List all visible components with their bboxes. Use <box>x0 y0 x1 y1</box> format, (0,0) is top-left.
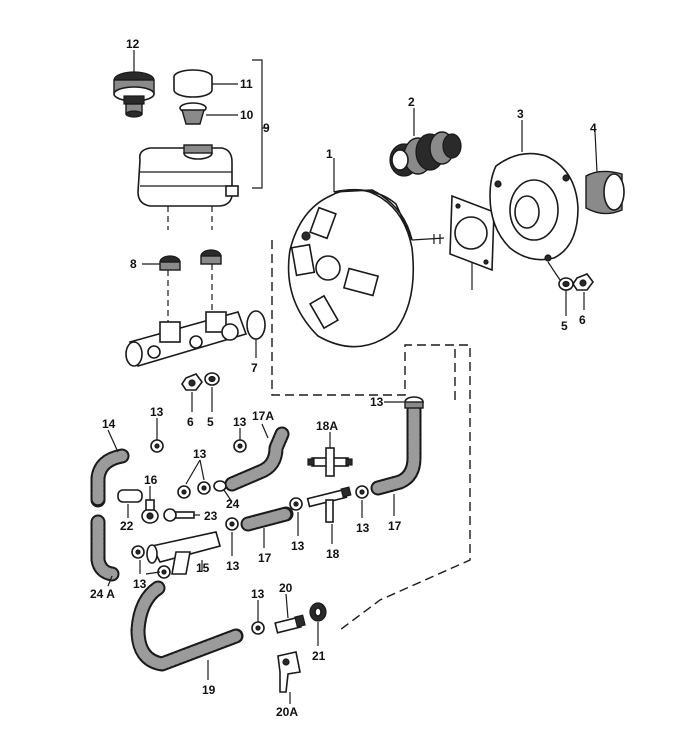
label-20: 20 <box>279 581 293 595</box>
part-16-check-valve <box>141 499 159 524</box>
label-7: 7 <box>251 361 258 375</box>
part-19-vacuum-hose <box>130 580 244 672</box>
label-14: 14 <box>102 417 116 431</box>
part-24A-hose <box>90 514 120 582</box>
part-5-washer-master-cylinder <box>204 372 220 386</box>
part-18A-t-fitting <box>307 447 353 477</box>
label-13-c: 13 <box>193 447 207 461</box>
part-6-nut-bracket <box>572 273 594 291</box>
part-3-mounting-bracket <box>489 152 579 262</box>
leader-bracket-stud <box>547 261 561 281</box>
label-13-a: 13 <box>150 405 164 419</box>
group-outline-booster <box>271 240 471 631</box>
label-10: 10 <box>240 108 254 122</box>
label-5-master-cylinder: 5 <box>207 415 214 429</box>
part-17-hose-middle <box>240 506 294 532</box>
part-13-clamp-h <box>251 621 265 635</box>
label-3: 3 <box>517 107 524 121</box>
label-22: 22 <box>120 519 134 533</box>
part-7-o-ring <box>246 310 266 340</box>
part-20-hose-connector <box>274 614 306 634</box>
brake-master-cylinder <box>125 264 248 367</box>
part-13-clamp-g <box>131 545 171 579</box>
label-1: 1 <box>326 147 333 161</box>
part-3A-gasket <box>449 194 495 272</box>
part-13-clamp-f <box>225 517 239 531</box>
leader-17A <box>261 423 269 439</box>
part-11-reservoir-cap <box>173 69 213 98</box>
label-13-h: 13 <box>251 587 265 601</box>
part-2-rubber-boot <box>389 131 462 177</box>
leader-13g-2 <box>145 571 161 575</box>
part-21-grommet <box>309 602 327 622</box>
label-20A: 20A <box>276 705 298 719</box>
part-17A-hose <box>224 426 290 492</box>
part-8-reservoir-grommets <box>159 249 222 271</box>
label-6-bracket: 6 <box>579 313 586 327</box>
part-20A-elbow-fitting <box>277 651 301 693</box>
part-6-nut-master-cylinder <box>181 373 203 391</box>
leader-24A <box>107 575 113 587</box>
part-10-cap-seal <box>179 102 207 125</box>
part-24-fitting <box>213 480 227 492</box>
part-14-vacuum-hose <box>90 448 130 508</box>
label-8: 8 <box>130 257 137 271</box>
label-15: 15 <box>196 561 210 575</box>
label-17-middle: 17 <box>258 551 272 565</box>
part-1-brake-booster <box>287 188 445 348</box>
leader-24 <box>223 489 233 503</box>
label-24A: 24 A <box>90 587 115 601</box>
label-24: 24 <box>226 497 240 511</box>
label-18A: 18A <box>316 419 338 433</box>
label-9: 9 <box>263 121 270 135</box>
part-5-washer-bracket <box>558 277 574 291</box>
part-13-clamp-d <box>289 497 303 511</box>
label-23: 23 <box>204 509 218 523</box>
leader-13c-2 <box>199 459 205 481</box>
label-21: 21 <box>312 649 326 663</box>
label-13-f: 13 <box>226 559 240 573</box>
label-11: 11 <box>240 77 253 91</box>
leader-20 <box>285 593 289 619</box>
label-2: 2 <box>408 95 415 109</box>
part-23-bolt <box>163 508 195 522</box>
label-13-b: 13 <box>233 415 247 429</box>
label-19: 19 <box>202 683 216 697</box>
part-12-reservoir-cap-with-filter <box>113 71 155 118</box>
brake-fluid-reservoir <box>137 144 239 230</box>
leader-14 <box>107 429 119 453</box>
leader-4 <box>594 131 598 173</box>
label-5-bracket: 5 <box>561 319 568 333</box>
label-13-i: 13 <box>370 395 384 409</box>
label-12: 12 <box>126 37 140 51</box>
label-16: 16 <box>144 473 158 487</box>
label-13-d: 13 <box>291 539 305 553</box>
part-17-hose-right <box>370 402 422 496</box>
label-6-master-cylinder: 6 <box>187 415 194 429</box>
part-13-clamp-c <box>177 481 211 499</box>
leader-13c-1 <box>185 459 201 485</box>
bracket-9 <box>252 59 268 189</box>
part-18-t-fitting <box>306 486 352 523</box>
part-22-sleeve <box>117 489 143 503</box>
part-4-bushing <box>585 170 625 215</box>
label-13-e: 13 <box>356 521 370 535</box>
part-13-clamp-e <box>355 485 369 499</box>
part-13-clamp-b <box>233 439 247 453</box>
part-13-clamp-a <box>150 439 164 453</box>
label-17A: 17A <box>252 409 274 423</box>
label-4: 4 <box>590 121 597 135</box>
part-15-y-fitting <box>146 531 221 575</box>
label-13-g: 13 <box>133 577 147 591</box>
label-17-right: 17 <box>388 519 402 533</box>
label-18: 18 <box>326 547 340 561</box>
part-13-clamp-top-right <box>404 396 424 409</box>
